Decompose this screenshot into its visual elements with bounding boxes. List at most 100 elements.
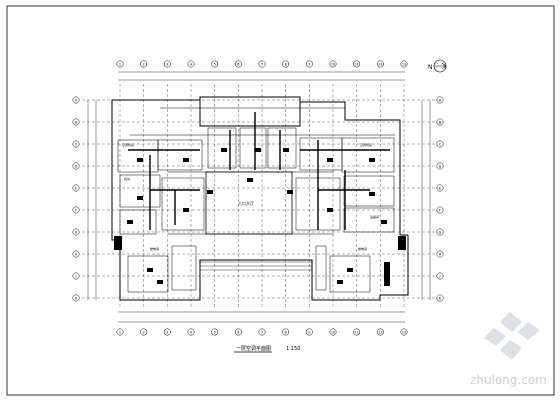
axis-right-bubble-2: C [436,140,444,148]
axis-top-bubble-11: 12 [376,60,384,68]
svg-text:C: C [75,142,78,146]
axis-right-bubble-3: D [436,162,444,170]
axis-bottom-bubble-2: 3 [163,328,171,336]
fan-coil-unit [347,268,353,272]
central-hall [168,171,334,235]
axis-right-bubble-8: J [436,272,444,280]
svg-text:5: 5 [214,62,216,66]
axis-right-bubble-7: H [436,250,444,258]
svg-text:3: 3 [166,62,168,66]
svg-text:5: 5 [214,330,216,334]
axis-top-bubble-0: 1 [116,60,124,68]
svg-text:D: D [439,164,442,168]
axis-left-bubble-8: J [72,272,80,280]
svg-text:J: J [75,274,77,278]
axis-left-bubble-3: D [72,162,80,170]
svg-text:12: 12 [378,330,382,334]
svg-text:1: 1 [119,330,121,334]
axis-right-bubble-4: E [436,184,444,192]
fan-coil-unit [247,178,253,182]
sheet-border [6,5,555,396]
svg-text:7: 7 [261,330,263,334]
axis-top-bubble-6: 7 [258,60,266,68]
svg-text:4: 4 [190,62,192,66]
fan-coil-unit [327,208,333,212]
fan-coil-unit [137,196,143,200]
fan-coil-unit [183,158,189,162]
north-arrow-icon [433,59,447,73]
dimension-lines [87,71,431,323]
axis-left-bubble-2: C [72,140,80,148]
svg-text:K: K [75,296,78,300]
svg-text:9: 9 [308,62,310,66]
svg-text:A: A [75,98,78,102]
watermark-logo-icon [484,312,540,360]
axis-left-bubble-4: E [72,184,80,192]
side-walls [114,236,406,286]
svg-text:A: A [439,98,442,102]
svg-text:G: G [439,230,442,234]
fan-coil-unit [369,192,375,196]
svg-text:8: 8 [285,330,287,334]
svg-text:2: 2 [143,62,145,66]
svg-text:13: 13 [402,330,406,334]
axis-left-bubble-0: A [72,96,80,104]
axis-bottom-bubble-3: 4 [187,328,195,336]
axis-top-bubble-3: 4 [187,60,195,68]
axis-right-bubble-5: F [436,206,444,214]
fan-coil-unit [207,190,213,194]
axis-bottom-bubble-12: 13 [400,328,408,336]
axis-bottom-bubble-9: 10 [329,328,337,336]
svg-text:H: H [75,252,78,256]
fan-coil-units [127,148,387,284]
entrance-stair [200,261,312,271]
fan-coil-unit [157,280,163,284]
svg-text:12: 12 [378,62,382,66]
svg-text:6: 6 [237,330,239,334]
hvac-ducts [128,112,390,230]
axis-left-bubble-5: F [72,206,80,214]
north-label: N [428,64,433,71]
fan-coil-unit [287,190,293,194]
room-label-right-0: 空调机房 [360,142,372,147]
fan-coil-unit [183,208,189,212]
axis-top-bubble-8: 9 [305,60,313,68]
axis-top-bubble-5: 6 [234,60,242,68]
svg-text:4: 4 [190,330,192,334]
axis-bottom-bubble-7: 8 [282,328,290,336]
svg-text:8: 8 [285,62,287,66]
room-label-right-1: 设备间 [370,214,379,219]
svg-text:10: 10 [331,330,335,334]
room-label-left-2: 楼梯间 [150,246,159,251]
svg-text:G: G [75,230,78,234]
axis-top-bubble-7: 8 [282,60,290,68]
fan-coil-unit [381,220,387,224]
axis-top-bubble-1: 2 [140,60,148,68]
axis-left-bubble-7: H [72,250,80,258]
axis-top-bubble-4: 5 [211,60,219,68]
axis-top-bubble-12: 13 [400,60,408,68]
svg-text:13: 13 [402,62,406,66]
axis-bottom-bubble-5: 6 [234,328,242,336]
fan-coil-unit [137,158,143,162]
room-label-right-2: 楼梯间 [358,246,367,251]
fan-coil-unit [127,220,133,224]
axis-left-bubble-6: G [72,228,80,236]
svg-text:11: 11 [355,62,359,66]
fan-coil-unit [327,158,333,162]
svg-text:E: E [439,186,441,190]
svg-text:11: 11 [355,330,359,334]
axis-bottom-bubble-4: 5 [211,328,219,336]
svg-text:H: H [439,252,442,256]
hall-label: 入口大厅 [238,200,254,206]
axis-top-bubble-10: 11 [353,60,361,68]
svg-text:2: 2 [143,330,145,334]
room-label-left-0: 空调机房 [122,142,134,147]
svg-text:7: 7 [261,62,263,66]
room-label-left-1: 机房 [124,176,130,181]
fan-coil-unit [147,268,153,272]
